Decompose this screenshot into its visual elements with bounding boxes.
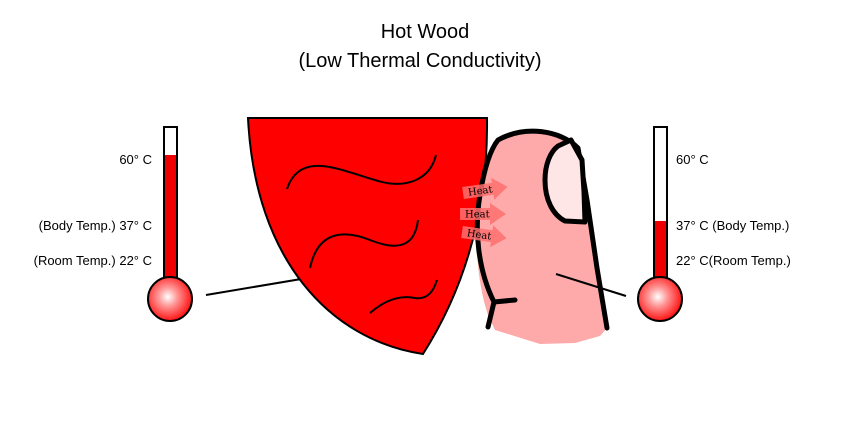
heat-label: Heat — [466, 228, 492, 242]
heat-arrow: Heat — [461, 225, 507, 248]
right-probe-line — [555, 273, 627, 297]
heat-label: Heat — [467, 184, 493, 198]
left-label-body-temp: (Body Temp.) 37° C — [39, 218, 152, 233]
right-label-body-temp: 37° C (Body Temp.) — [676, 218, 789, 233]
diagram-title: Hot Wood — [381, 21, 470, 43]
fingernail — [542, 137, 588, 225]
heat-arrow: Heat — [462, 177, 508, 200]
right-thermometer — [637, 126, 683, 322]
finger-outline — [474, 128, 610, 331]
left-label-60: 60° C — [119, 152, 152, 167]
right-thermometer-bulb — [637, 276, 683, 322]
heat-label: Heat — [465, 210, 490, 221]
wood-grain — [286, 154, 437, 190]
heat-arrow: Heat — [460, 203, 506, 225]
right-thermometer-mercury — [655, 221, 666, 282]
right-label-60: 60° C — [676, 152, 709, 167]
right-label-room-temp: 22° C(Room Temp.) — [676, 253, 791, 268]
left-thermometer — [147, 126, 193, 322]
wood-grain — [309, 219, 419, 269]
left-thermometer-bulb — [147, 276, 193, 322]
hot-wood — [246, 117, 489, 356]
wood-grain — [369, 279, 438, 314]
wood-block — [246, 117, 489, 356]
left-thermometer-mercury — [165, 155, 176, 282]
diagram-subtitle: (Low Thermal Conductivity) — [298, 50, 541, 72]
left-label-room-temp: (Room Temp.) 22° C — [34, 253, 152, 268]
finger — [474, 128, 610, 344]
